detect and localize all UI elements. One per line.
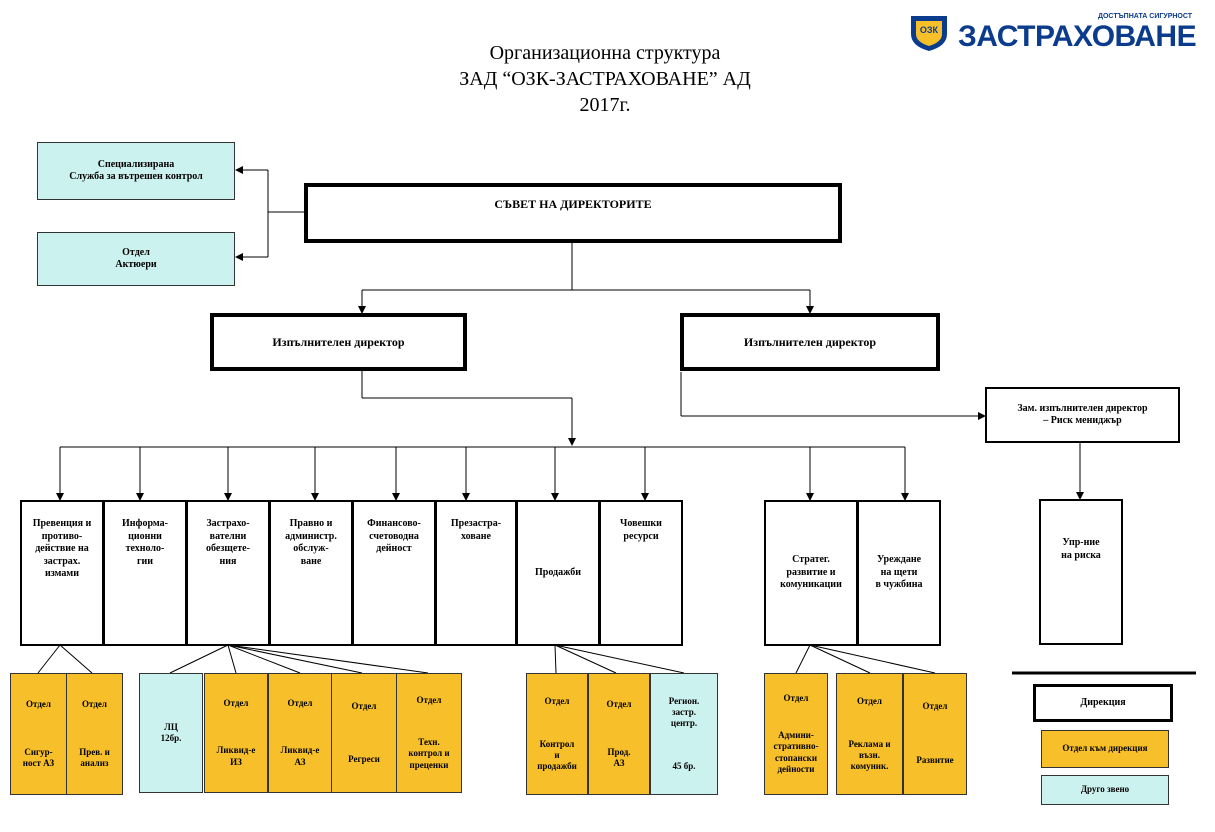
directorate-reinsurance: Презастра- ховане <box>435 500 517 646</box>
directorate-legal-admin: Правно и администр. обслуж- ване <box>269 500 353 646</box>
directorate-human-resources: Човешки ресурси <box>599 500 683 646</box>
company-logo-wordmark: ЗАСТРАХОВАНЕ <box>958 20 1197 53</box>
company-logo-tagline: ДОСТЪПНАТА СИГУРНОСТ <box>1098 13 1193 20</box>
directorate-fraud-prevention: Превенция и противо- действие на застрах… <box>20 500 104 646</box>
legend-other-unit: Друго звено <box>1041 775 1169 805</box>
logo-badge-text: ОЗК <box>919 25 939 35</box>
unit-liquidation-centers: ЛЦ 12бр. <box>139 673 203 793</box>
company-logo-badge <box>911 16 947 51</box>
executive-director-1: Изпълнителен директор <box>210 313 467 371</box>
executive-director-2: Изпълнителен директор <box>680 313 940 371</box>
deputy-executive-director-risk: Зам. изпълнителен директор – Риск менидж… <box>985 387 1180 443</box>
unit-regional-centers: Регион. застр. центр.45 бр. <box>650 673 718 795</box>
legend-department-unit: Отдел към дирекция <box>1041 730 1169 768</box>
directorate-strategic-development: Стратег. развитие и комуникации <box>764 500 858 646</box>
directorate-foreign-claims: Уреждане на щети в чужбина <box>857 500 941 646</box>
directorate-it: Информа- ционни техноло- гии <box>103 500 187 646</box>
actuary-department: Отдел Актюери <box>37 232 235 286</box>
internal-control-service: Специализирана Служба за вътрешен контро… <box>37 142 235 200</box>
chart-title: Организационна структура ЗАД “ОЗК-ЗАСТРА… <box>459 42 751 116</box>
directorate-sales: Продажби <box>516 500 600 646</box>
legend-directorate: Дирекция <box>1033 684 1173 722</box>
board-of-directors: СЪВЕТ НА ДИРЕКТОРИТЕ <box>304 183 842 243</box>
directorate-risk-management: Упр-ние на риска <box>1039 499 1123 645</box>
directorate-insurance-claims: Застрахо- вателни обезщете- ния <box>186 500 270 646</box>
directorate-finance-accounting: Финансово- счетоводна дейност <box>352 500 436 646</box>
